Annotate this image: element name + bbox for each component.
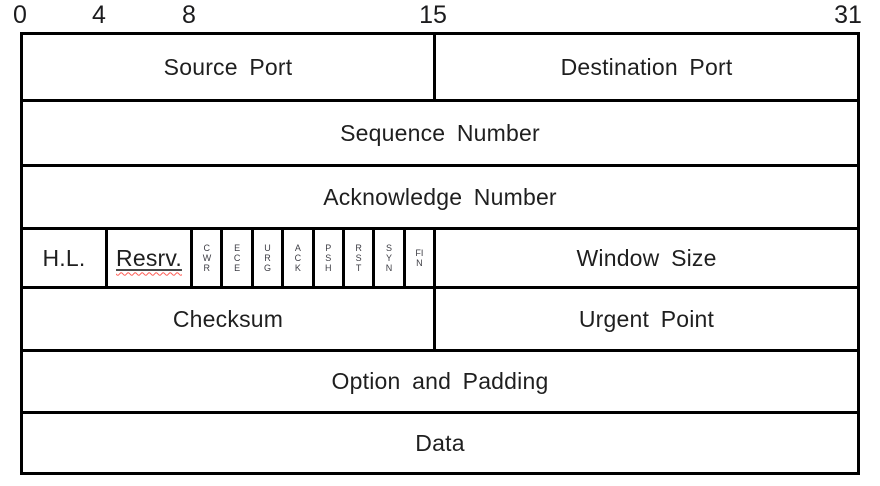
flag-fin: FIN	[405, 230, 434, 286]
flag-fin-label: FIN	[415, 248, 424, 268]
bit-ruler: 0 4 8 15 31	[0, 0, 880, 31]
field-window-size: Window Size	[436, 230, 857, 286]
row-ports: Source Port Destination Port	[23, 35, 857, 99]
flag-ack: ACK	[284, 230, 312, 286]
reserved-label-text: Resrv.	[116, 244, 182, 271]
flag-rst-label: RST	[355, 243, 362, 273]
ruler-label-31: 31	[834, 1, 862, 29]
flag-psh-label: PSH	[325, 243, 332, 273]
ruler-label-0: 0	[13, 1, 27, 29]
field-checksum: Checksum	[23, 289, 433, 349]
field-destination-port: Destination Port	[436, 35, 857, 99]
acknowledge-number-label: Acknowledge Number	[323, 183, 557, 210]
ruler-label-4: 4	[92, 1, 106, 29]
field-sequence-number: Sequence Number	[23, 102, 857, 164]
row-option-padding: Option and Padding	[23, 352, 857, 411]
option-and-padding-label: Option and Padding	[331, 368, 549, 394]
row-flags: H.L. Resrv. CWR ECE URG ACK PSH RST	[23, 230, 857, 286]
row-sequence-number: Sequence Number	[23, 102, 857, 164]
source-port-label: Source Port	[163, 53, 293, 80]
ruler-label-15: 15	[419, 1, 447, 29]
row-acknowledge-number: Acknowledge Number	[23, 167, 857, 227]
flag-ack-label: ACK	[294, 243, 302, 273]
header-length-label: H.L.	[42, 244, 86, 271]
ruler-label-8: 8	[182, 1, 196, 29]
field-acknowledge-number: Acknowledge Number	[23, 167, 857, 227]
row-data: Data	[23, 414, 857, 472]
flag-syn: SYN	[375, 230, 403, 286]
window-size-label: Window Size	[576, 244, 717, 271]
field-data: Data	[23, 414, 857, 472]
flag-rst: RST	[344, 230, 373, 286]
row-checksum: Checksum Urgent Point	[23, 289, 857, 349]
flag-psh: PSH	[314, 230, 342, 286]
field-urgent-point: Urgent Point	[436, 289, 857, 349]
reserved-label: Resrv.	[116, 245, 182, 272]
urgent-point-label: Urgent Point	[578, 305, 715, 332]
flag-ece-label: ECE	[233, 243, 241, 273]
flag-urg: URG	[253, 230, 282, 286]
field-source-port: Source Port	[23, 35, 433, 99]
destination-port-label: Destination Port	[560, 53, 733, 80]
flag-cwr: CWR	[193, 230, 221, 286]
flag-ece: ECE	[223, 230, 251, 286]
sequence-number-label: Sequence Number	[340, 119, 540, 146]
flag-syn-label: SYN	[385, 243, 393, 273]
flag-urg-label: URG	[263, 243, 271, 273]
field-option-and-padding: Option and Padding	[23, 352, 857, 411]
checksum-label: Checksum	[172, 305, 284, 332]
data-label: Data	[415, 429, 465, 456]
tcp-header-table: Source Port Destination Port Sequence Nu…	[20, 32, 860, 475]
flag-cwr-label: CWR	[202, 243, 212, 273]
field-header-length: H.L.	[23, 230, 105, 286]
field-reserved: Resrv.	[108, 230, 190, 286]
